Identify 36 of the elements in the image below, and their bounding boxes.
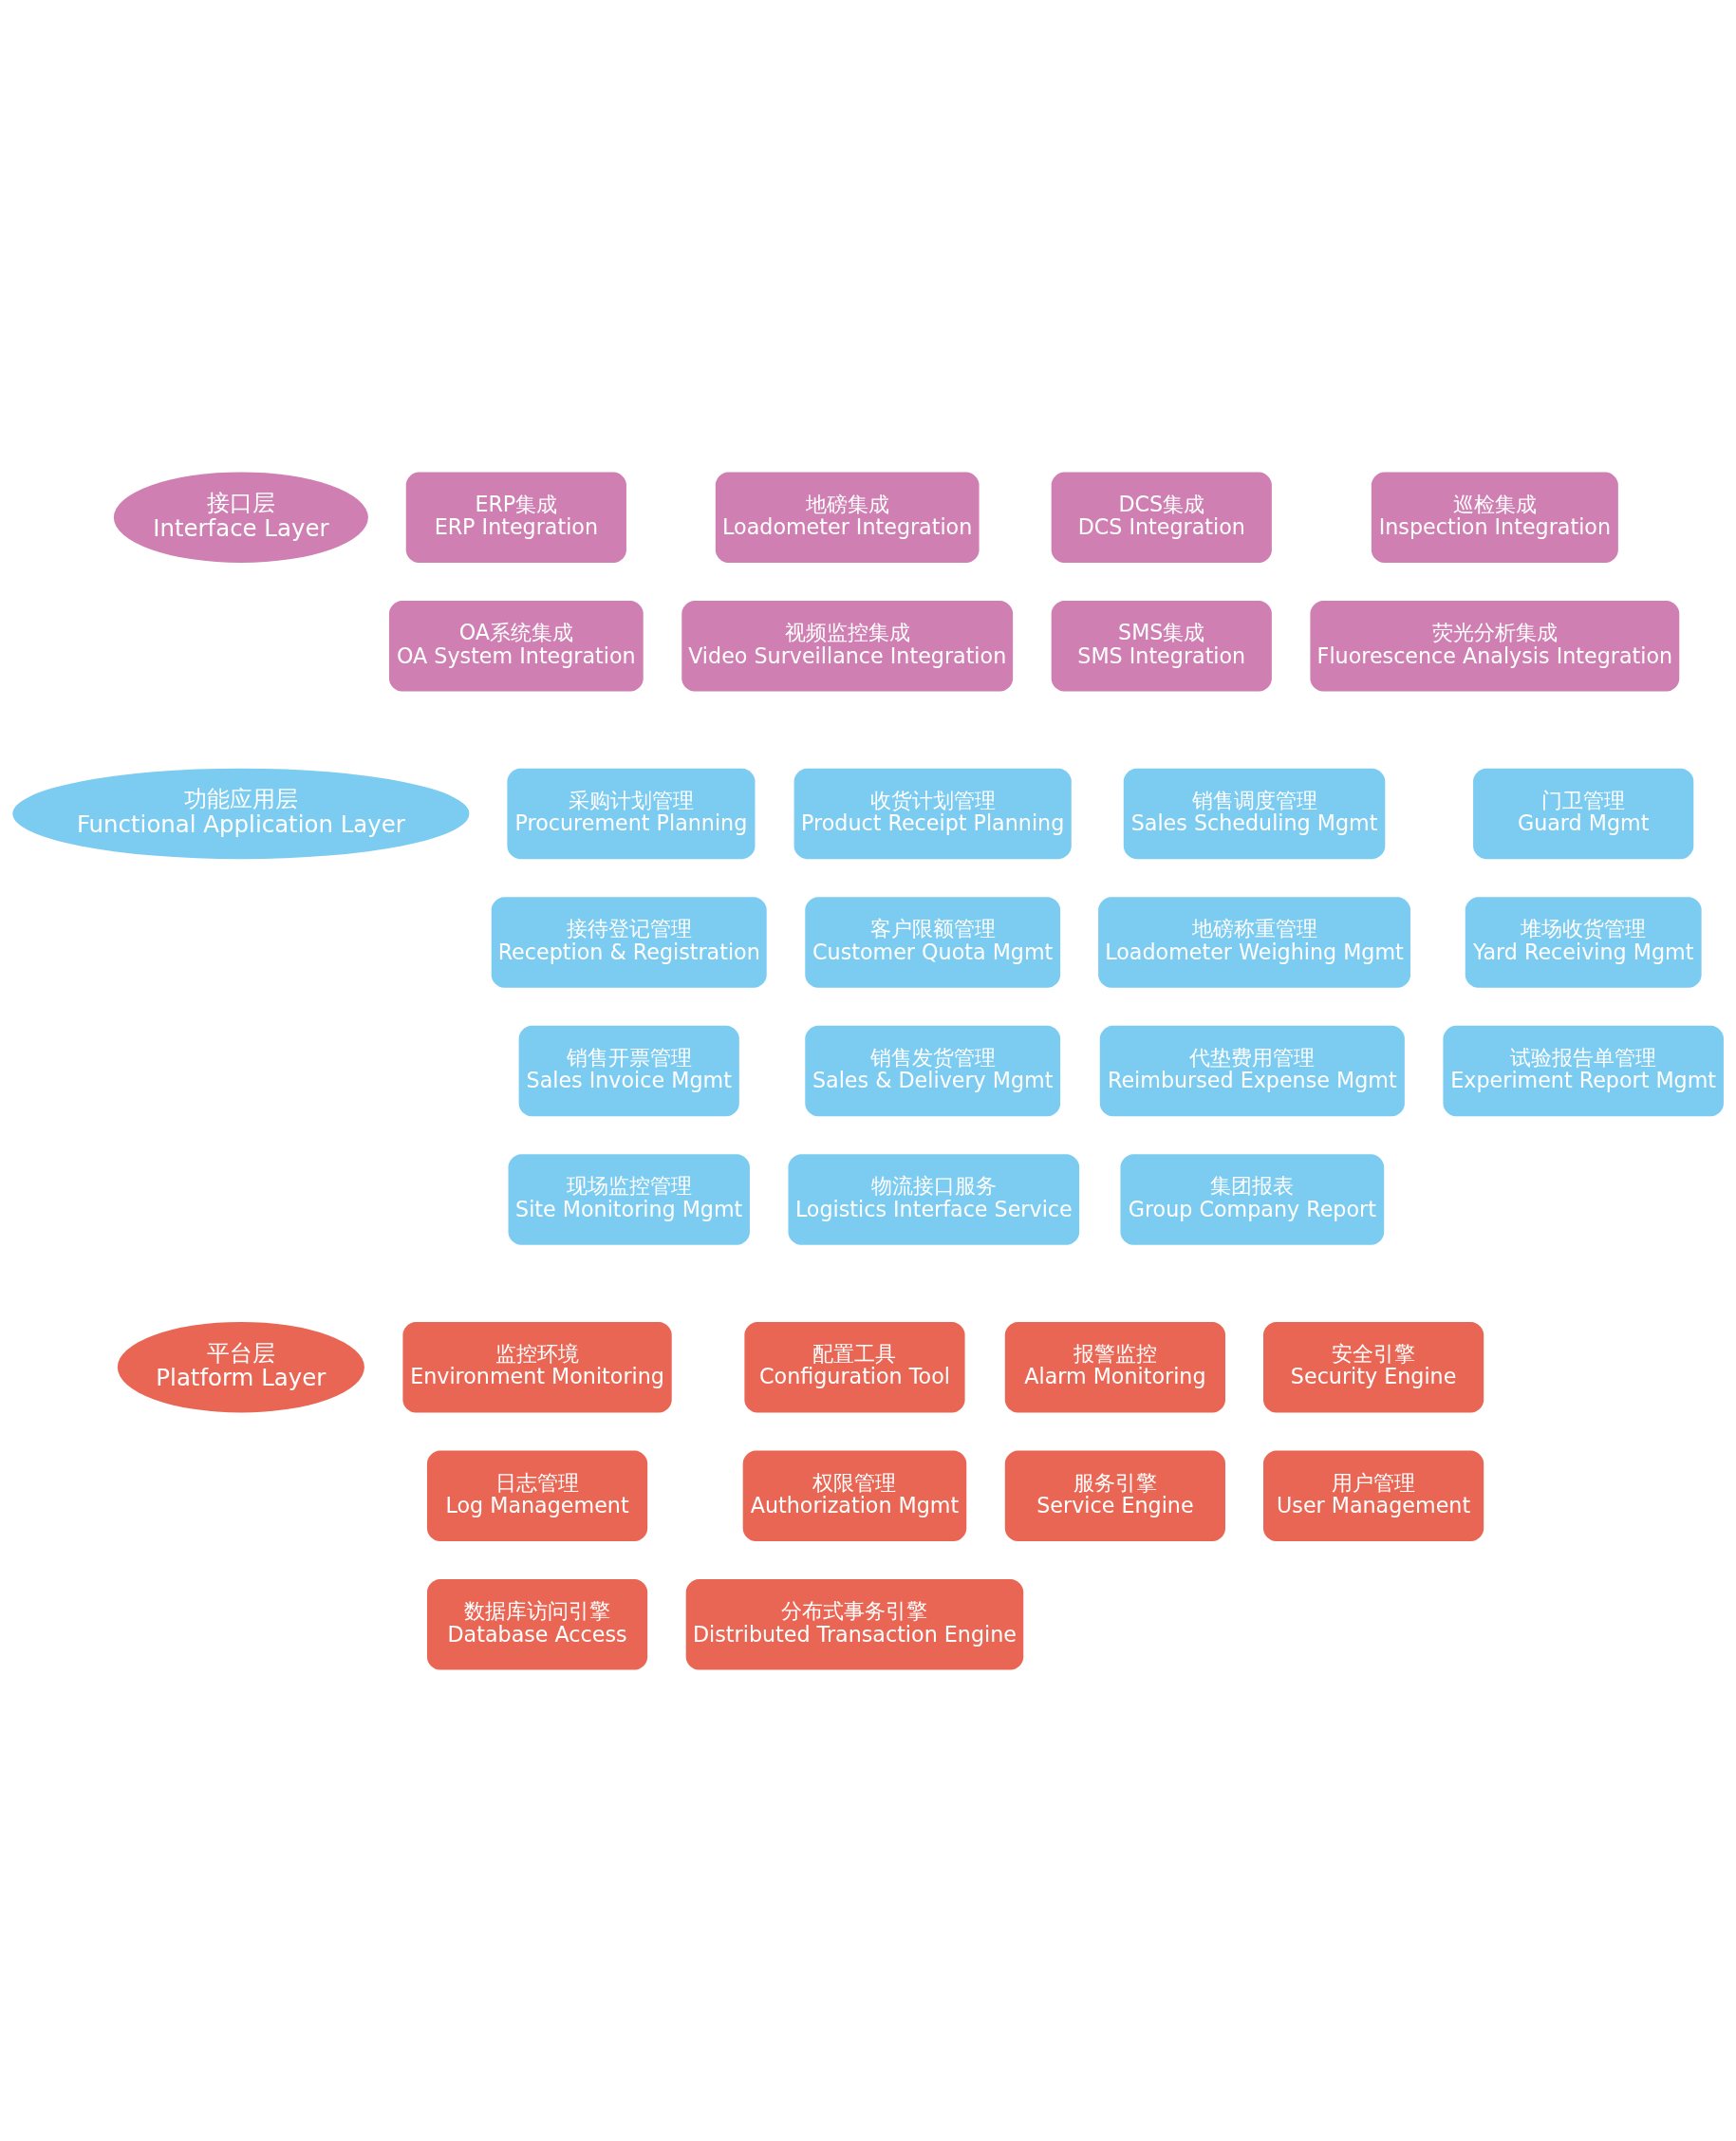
- node-box: 销售调度管理 Sales Scheduling Mgmt: [1123, 768, 1386, 859]
- node-ellipse: 接口层 Interface Layer: [113, 471, 368, 563]
- node-box: 物流接口服务 Logistics Interface Service: [788, 1153, 1080, 1245]
- node-box: 地磅称重管理 Loadometer Weighing Mgmt: [1098, 896, 1410, 988]
- node-box: 分布式事务引擎 Distributed Transaction Engine: [685, 1578, 1024, 1670]
- node-box: 收货计划管理 Product Receipt Planning: [793, 768, 1072, 859]
- node-box: DCS集成 DCS Integration: [1051, 471, 1272, 563]
- node-box: 巡检集成 Inspection Integration: [1371, 471, 1618, 563]
- node-box: 日志管理 Log Management: [426, 1449, 648, 1541]
- node-box: 门卫管理 Guard Mgmt: [1473, 768, 1694, 859]
- node-box: 荧光分析集成 Fluorescence Analysis Integration: [1310, 600, 1680, 692]
- node-box: 集团报表 Group Company Report: [1120, 1153, 1385, 1245]
- node-box: 试验报告单管理 Experiment Report Mgmt: [1443, 1025, 1724, 1116]
- node-box: 地磅集成 Loadometer Integration: [715, 471, 980, 563]
- node-box: 监控环境 Environment Monitoring: [402, 1321, 672, 1412]
- node-box: 销售开票管理 Sales Invoice Mgmt: [518, 1025, 739, 1116]
- node-box: 堆场收货管理 Yard Receiving Mgmt: [1465, 896, 1702, 988]
- node-box: 接待登记管理 Reception & Registration: [491, 896, 767, 988]
- node-box: 采购计划管理 Procurement Planning: [507, 768, 756, 859]
- node-box: ERP集成 ERP Integration: [405, 471, 626, 563]
- node-box: 销售发货管理 Sales & Delivery Mgmt: [805, 1025, 1061, 1116]
- node-box: 权限管理 Authorization Mgmt: [742, 1449, 967, 1541]
- node-box: OA系统集成 OA System Integration: [388, 600, 644, 692]
- node-box: 视频监控集成 Video Surveillance Integration: [681, 600, 1014, 692]
- node-box: 报警监控 Alarm Monitoring: [1004, 1321, 1225, 1412]
- node-box: 配置工具 Configuration Tool: [744, 1321, 965, 1412]
- node-box: 代垫费用管理 Reimbursed Expense Mgmt: [1099, 1025, 1405, 1116]
- node-box: 服务引擎 Service Engine: [1004, 1449, 1225, 1541]
- node-box: 客户限额管理 Customer Quota Mgmt: [805, 896, 1061, 988]
- node-ellipse: 平台层 Platform Layer: [117, 1321, 364, 1412]
- node-box: 安全引擎 Security Engine: [1263, 1321, 1484, 1412]
- node-ellipse: 功能应用层 Functional Application Layer: [12, 768, 470, 859]
- node-box: SMS集成 SMS Integration: [1051, 600, 1272, 692]
- node-box: 用户管理 User Management: [1263, 1449, 1484, 1541]
- node-box: 数据库访问引擎 Database Access: [426, 1578, 648, 1670]
- node-box: 现场监控管理 Site Monitoring Mgmt: [508, 1153, 750, 1245]
